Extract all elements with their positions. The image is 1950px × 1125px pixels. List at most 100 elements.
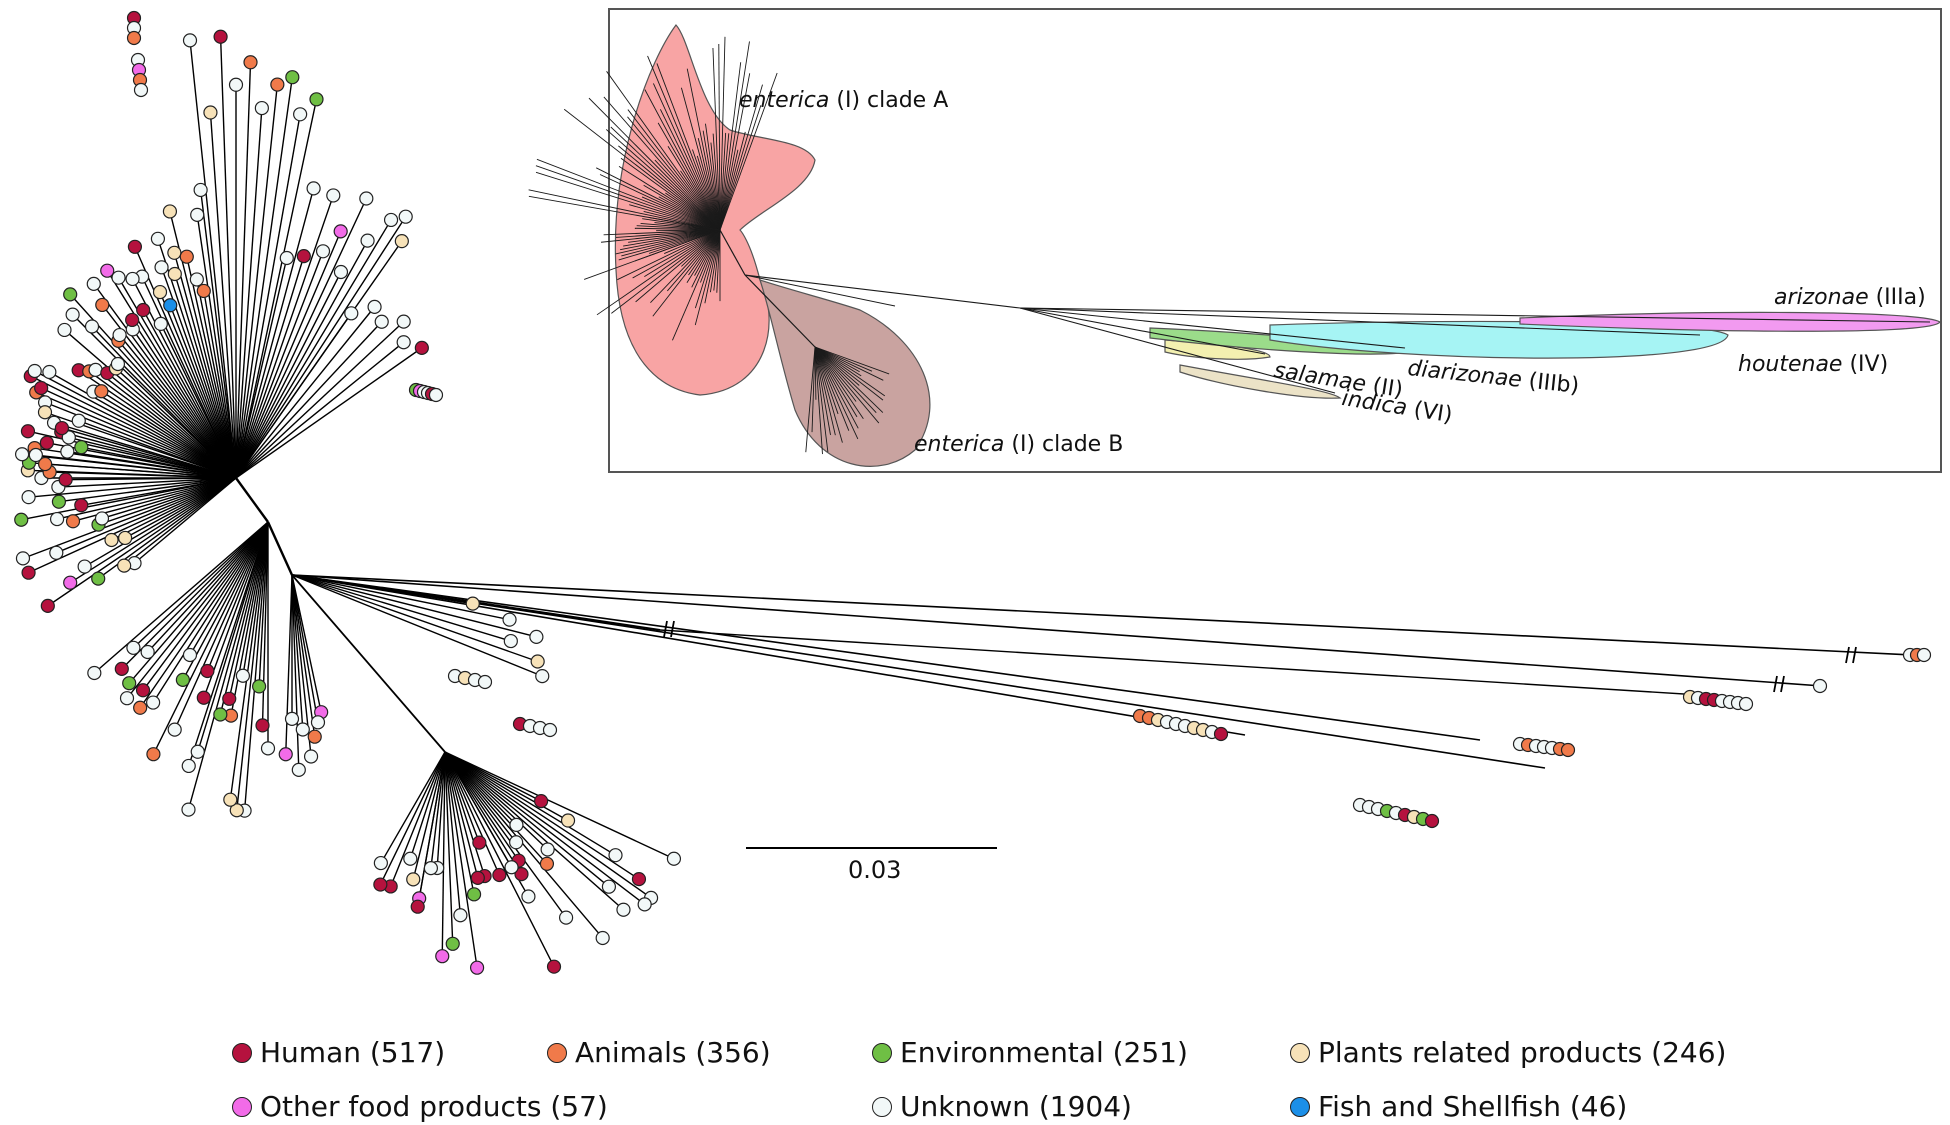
tree-tip (182, 647, 198, 663)
tree-branch (58, 477, 237, 503)
tree-branch (444, 751, 523, 875)
tree-tip (15, 551, 31, 566)
tree-branch (206, 521, 269, 672)
tree-branch (291, 574, 512, 642)
tree-tip (359, 191, 374, 206)
tree-branch (196, 279, 237, 479)
tree-branch (444, 751, 567, 919)
tree-tip (104, 532, 119, 548)
tree-branch (106, 372, 237, 479)
tree-tip (373, 855, 388, 871)
tree-tip (398, 209, 413, 224)
legend-label: Environmental (251) (900, 1036, 1188, 1069)
legend-label: Human (517) (260, 1036, 446, 1069)
tree-tip (203, 105, 218, 120)
tree-tip (179, 249, 194, 264)
tree-branch (235, 321, 405, 479)
tree-branch (203, 290, 237, 479)
tree-branch (235, 251, 324, 479)
break-mark (1780, 675, 1785, 693)
tree-branch (291, 574, 1823, 687)
tree-tip (94, 511, 110, 526)
tree-branch (132, 521, 269, 649)
tree-tip (51, 494, 67, 509)
tree-tip (200, 663, 215, 679)
tree-tip (394, 234, 409, 249)
tree-tip (558, 910, 574, 925)
tree-tip (126, 30, 142, 46)
tree-tip (333, 264, 349, 280)
tree-branch (235, 84, 279, 479)
tree-tip (190, 744, 205, 759)
tree-tip (119, 691, 135, 706)
tree-branch (159, 291, 237, 479)
tree-tip (14, 512, 29, 527)
tree-branch (235, 188, 315, 479)
break-mark (670, 620, 675, 638)
tree-tip (163, 298, 178, 313)
tree-branch (235, 257, 288, 479)
tree-tip (504, 860, 519, 875)
tree-branch (235, 271, 342, 479)
tree-branch (173, 252, 237, 479)
tree-tip (58, 472, 73, 487)
tree-branch (28, 477, 237, 574)
tree-tip (344, 306, 359, 321)
tree-tip (315, 244, 331, 259)
legend-item-unknown: Unknown (1904) (872, 1090, 1132, 1123)
tree-tip (61, 430, 76, 445)
tree-tip (125, 271, 140, 287)
inset-panel (608, 8, 1942, 473)
tree-branch (291, 574, 510, 621)
legend-item-fish: Fish and Shellfish (46) (1290, 1090, 1627, 1123)
tree-branch (444, 751, 569, 822)
tree-branch (444, 751, 479, 879)
tree-tip (27, 363, 42, 379)
tree-branch (412, 751, 446, 880)
tree-tip (54, 420, 70, 436)
legend-item-animals: Animals (356) (547, 1036, 771, 1069)
tree-branch (235, 312, 352, 479)
tree-branch (117, 363, 237, 479)
tree-branch (93, 521, 269, 674)
tree-branch (444, 751, 520, 862)
tree-tip (539, 856, 555, 871)
tree-tip (125, 312, 140, 328)
tree-tip (100, 263, 115, 278)
tree-tip (136, 302, 151, 318)
tree-tip (154, 260, 169, 275)
tree-tip (74, 440, 89, 455)
tree-branch (441, 751, 446, 957)
tree-tip (175, 672, 190, 687)
tree-tip (167, 722, 182, 737)
tree-branch (235, 198, 367, 479)
tree-branch (444, 751, 501, 876)
tree-tip (34, 380, 49, 396)
tree-tip (133, 82, 149, 98)
tree-branch (444, 751, 549, 851)
break-mark (1852, 646, 1857, 664)
tree-branch (235, 219, 392, 479)
tree-tip (466, 887, 482, 902)
tree-branch (209, 112, 237, 479)
tree-branch (182, 521, 269, 681)
tree-branches (21, 36, 1913, 968)
legend-item-other-food: Other food products (57) (232, 1090, 608, 1123)
tree-branch (91, 325, 237, 479)
branch-break-marks (663, 620, 1857, 693)
tree-branch (95, 369, 237, 479)
tree-tip (112, 327, 127, 343)
tree-tip (167, 245, 182, 260)
tree-tip (252, 679, 267, 694)
tree-tip (374, 314, 389, 329)
tree-tip (117, 558, 132, 573)
tree-tip (540, 842, 555, 857)
tree-tip (1738, 696, 1754, 712)
tree-branch (444, 751, 454, 944)
tree-tip (423, 861, 438, 876)
tree-tip (514, 867, 529, 882)
tree-tip (74, 498, 89, 513)
tree-tip (118, 530, 133, 546)
tree-branch (132, 328, 237, 479)
